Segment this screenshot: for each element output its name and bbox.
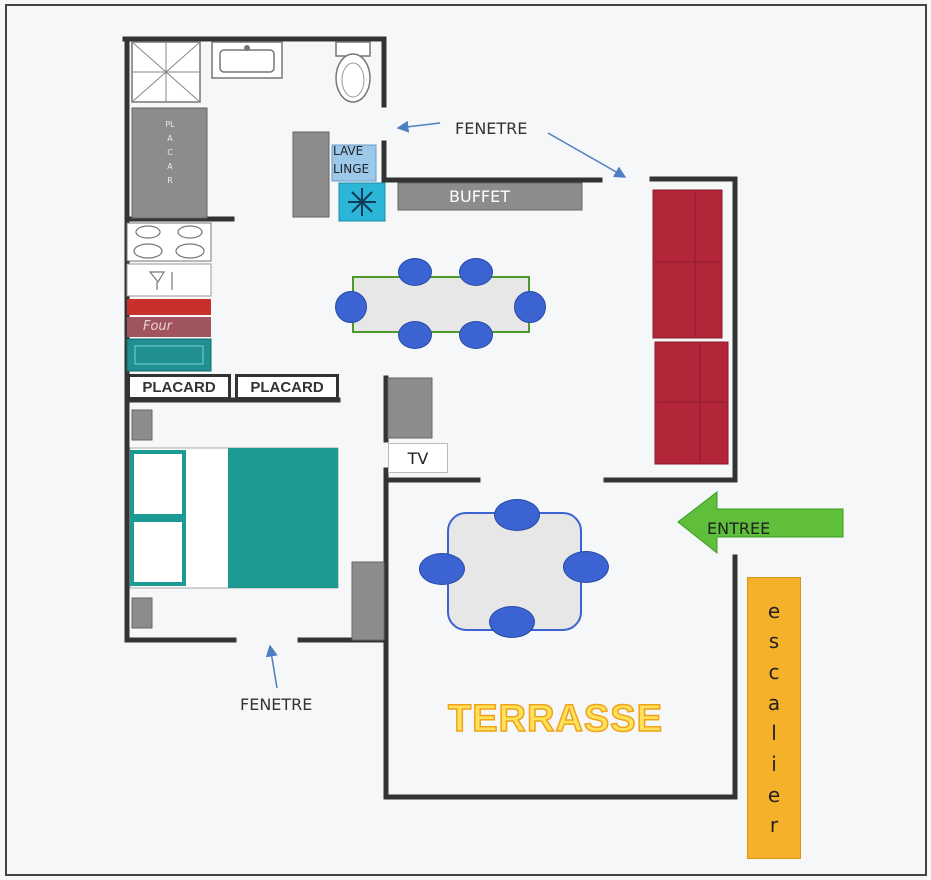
terrace-chair [419,553,465,585]
terrasse-label: TERRASSE [447,697,663,741]
nightstand-bottom [131,597,153,629]
entree-arrow [677,490,844,555]
tv: TV [388,443,448,473]
buffet [397,182,583,211]
terrace-chair [494,499,540,531]
placard-vertical [131,107,208,219]
escalier-letter: r [769,813,779,838]
fenetre-bottom-label: FENETRE [240,695,313,714]
escalier-letter: e [767,598,781,623]
escalier-letter: s [768,629,780,654]
escalier-letter: a [767,690,781,715]
dining-chair [514,291,546,323]
escalier-letter: l [771,721,777,746]
sofa-bottom [654,341,729,465]
escalier-letter: c [768,659,780,684]
dining-chair [398,321,432,349]
fenetre-top-label: FENETRE [455,119,528,138]
entree-label: ENTREE [707,519,771,538]
lave-linge-label-1: LAVE [333,144,364,158]
laundry-cabinet [292,131,330,218]
dining-chair [335,291,367,323]
dishwasher [126,338,212,372]
tv-cabinet [387,377,433,439]
nightstand-top [131,409,153,441]
dining-table [352,276,530,333]
placard-right: PLACARD [235,374,339,400]
dining-chair [459,258,493,286]
dining-chair [398,258,432,286]
red-counter [127,299,211,315]
toilet-icon [335,41,371,103]
kitchen-sink-icon [126,263,212,297]
oven-label: Four [143,319,173,334]
buffet-label: BUFFET [449,187,510,206]
escalier-letter: e [767,782,781,807]
placard-left-label: PLACARD [142,378,216,396]
sink-icon [211,41,283,79]
terrace-chair [563,551,609,583]
wardrobe [351,561,385,641]
placard-right-label: PLACARD [250,378,324,396]
snowflake-icon [338,182,386,222]
bed [129,447,339,589]
lave-linge-label-2: LINGE [333,162,370,176]
washing-machine [331,144,377,182]
shower-icon [131,41,201,103]
walls [122,36,738,800]
dining-chair [459,321,493,349]
annotation-arrows [265,120,627,689]
page-border [5,4,927,876]
terrace-chair [489,606,535,638]
sofa-top [652,189,723,339]
placard-left: PLACARD [127,374,231,400]
placard-vertical-label: PLACAR [165,120,175,185]
escalier-letter: i [771,751,777,776]
escalier: e s c a l i e r [747,577,801,859]
oven [127,317,211,337]
tv-label: TV [407,448,429,468]
cooktop-icon [126,222,212,262]
